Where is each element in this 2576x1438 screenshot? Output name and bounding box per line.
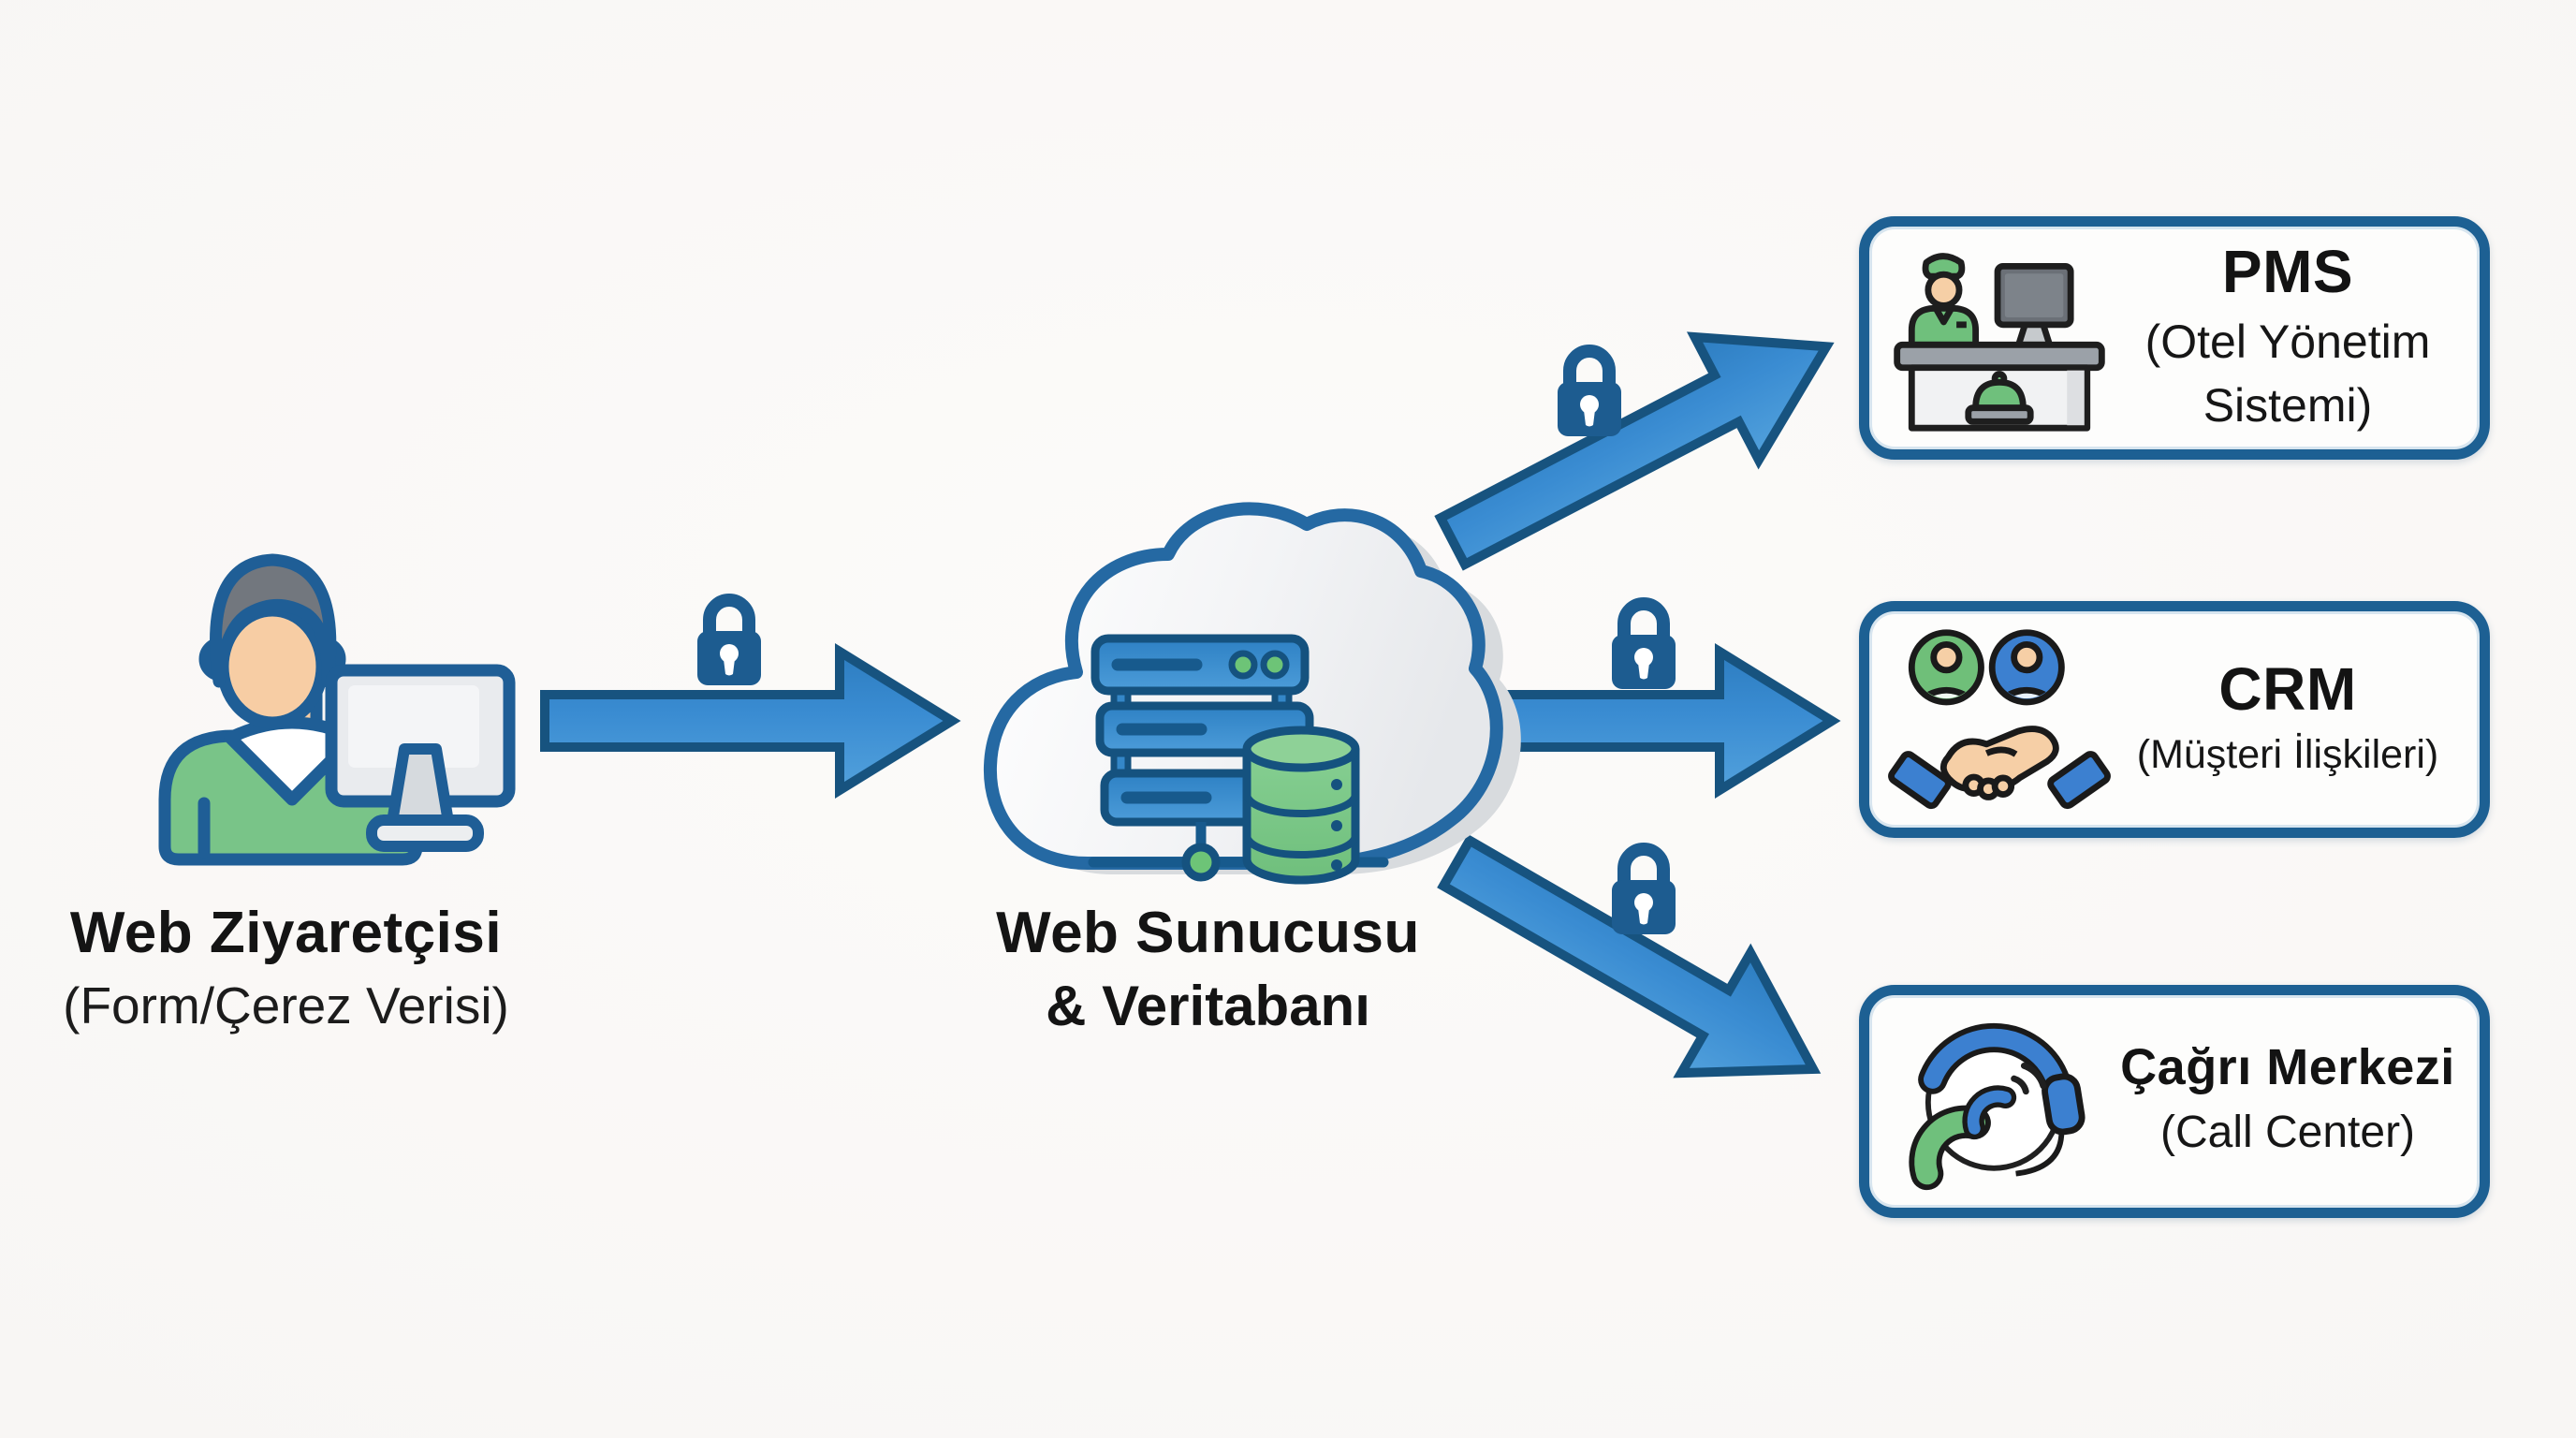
call-center-text: Çağrı Merkezi (Call Center) [2111, 1039, 2465, 1163]
server-title-line2: & Veritabanı [1046, 975, 1370, 1038]
pms-subtitle: (Otel Yönetim Sistemi) [2144, 315, 2431, 433]
pms-title: PMS [2221, 237, 2354, 305]
padlock-icon [1612, 604, 1676, 689]
arrow-server-to-pms [1434, 331, 1835, 571]
person-at-computer-icon [158, 553, 516, 866]
call-center-subtitle: (Call Center) [2159, 1107, 2416, 1157]
visitor-title: Web Ziyaretçisi [69, 901, 503, 965]
system-box-call-center: Çağrı Merkezi (Call Center) [1859, 985, 2490, 1218]
hotel-reception-desk-icon [1894, 252, 2105, 432]
call-center-phone-headset-icon [1909, 1022, 2086, 1191]
system-box-pms: PMS (Otel Yönetim Sistemi) [1859, 216, 2490, 460]
visitor-label: Web Ziyaretçisi (Form/Çerez Verisi) [17, 901, 555, 1036]
padlock-icon [1612, 849, 1676, 934]
crm-text: CRM (Müşteri İlişkileri) [2111, 656, 2465, 783]
crm-subtitle: (Müşteri İlişkileri) [2136, 732, 2439, 778]
system-box-crm: CRM (Müşteri İlişkileri) [1859, 601, 2490, 838]
arrow-visitor-to-server [540, 643, 961, 799]
call-center-title: Çağrı Merkezi [2120, 1039, 2455, 1096]
handshake-customers-icon [1888, 629, 2111, 810]
padlock-icon [1558, 351, 1621, 436]
server-title-line1: Web Sunucusu [996, 901, 1420, 965]
crm-title: CRM [2218, 655, 2357, 724]
arrow-server-to-crm [1500, 643, 1841, 799]
pms-text: PMS (Otel Yönetim Sistemi) [2111, 237, 2465, 437]
cloud-server-database-icon [983, 502, 1521, 885]
padlock-icon [697, 600, 761, 685]
visitor-subtitle: (Form/Çerez Verisi) [63, 976, 509, 1035]
server-label: Web Sunucusu & Veritabanı [972, 901, 1444, 1040]
arrow-server-to-call-center [1437, 833, 1822, 1078]
